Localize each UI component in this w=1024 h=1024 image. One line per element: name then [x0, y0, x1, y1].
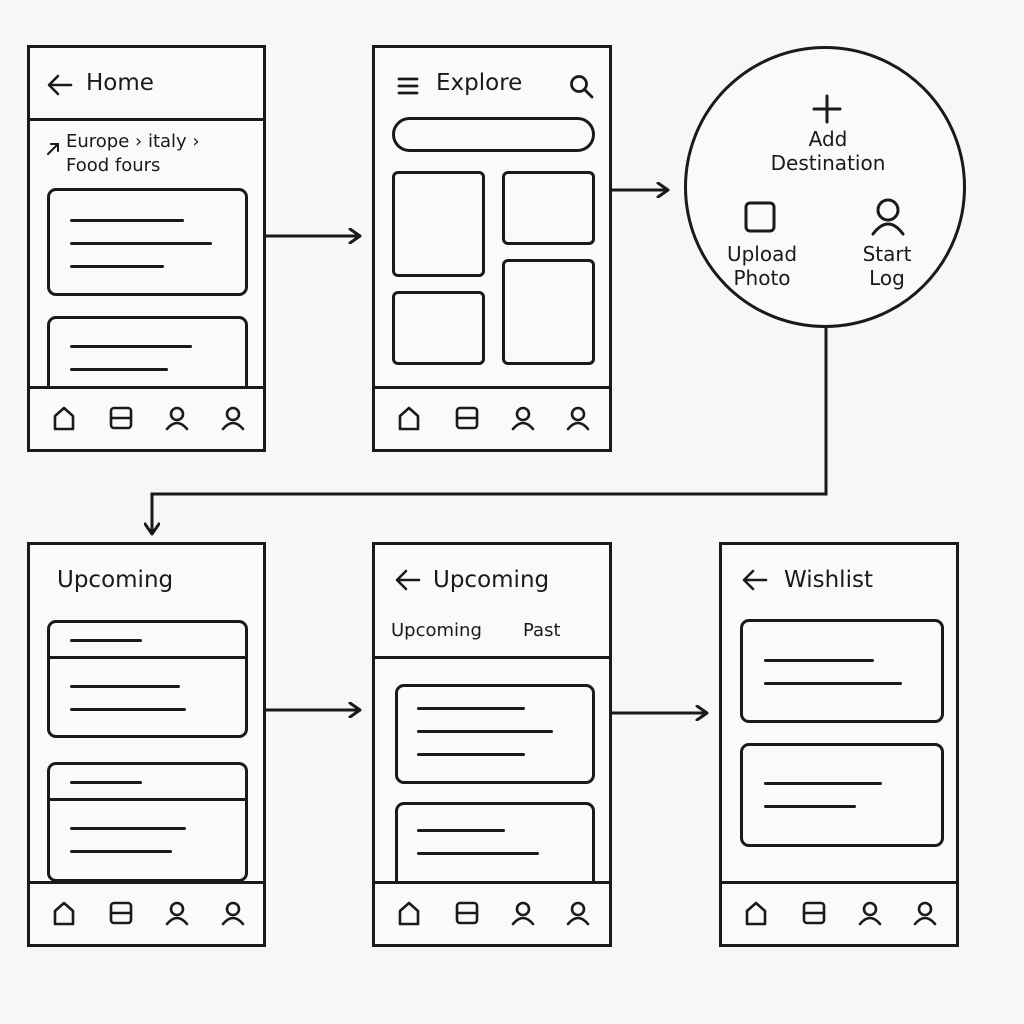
- page-title: Upcoming: [433, 567, 550, 593]
- bookmark-icon[interactable]: [108, 405, 134, 431]
- account-icon[interactable]: [220, 900, 246, 926]
- card-header: [50, 765, 245, 801]
- account-icon[interactable]: [220, 405, 246, 431]
- bottom-nav: [30, 881, 263, 944]
- add-destination-button[interactable]: Add Destination: [770, 127, 886, 175]
- search-input[interactable]: [392, 117, 595, 152]
- home-icon[interactable]: [397, 405, 421, 431]
- plus-icon[interactable]: [811, 93, 843, 125]
- profile-icon[interactable]: [164, 405, 190, 431]
- person-icon: [871, 198, 905, 236]
- home-screen: Home Europe › italy › Food fours: [27, 45, 266, 452]
- tab-past[interactable]: Past: [523, 620, 561, 641]
- upcoming-tabs-screen: Upcoming Upcoming Past: [372, 542, 612, 947]
- upcoming-screen: Upcoming: [27, 542, 266, 947]
- start-log-button[interactable]: Start Log: [862, 242, 912, 290]
- text-line: [764, 782, 882, 785]
- bottom-nav: [722, 881, 956, 944]
- trip-card[interactable]: [47, 762, 248, 882]
- home-icon[interactable]: [744, 900, 768, 926]
- account-icon[interactable]: [565, 405, 591, 431]
- text-line: [417, 730, 553, 733]
- grid-tile[interactable]: [392, 291, 485, 365]
- text-line: [417, 829, 505, 832]
- hamburger-menu-icon[interactable]: [397, 76, 419, 96]
- trip-card[interactable]: [47, 620, 248, 738]
- grid-tile[interactable]: [502, 259, 595, 365]
- text-line: [70, 708, 186, 711]
- text-line: [70, 345, 192, 348]
- arrow-left-icon[interactable]: [47, 74, 73, 96]
- profile-icon[interactable]: [164, 900, 190, 926]
- bookmark-icon[interactable]: [454, 900, 480, 926]
- text-line: [70, 850, 172, 853]
- breadcrumb-line-2[interactable]: Food fours: [66, 155, 161, 176]
- text-line: [417, 707, 525, 710]
- grid-tile[interactable]: [502, 171, 595, 245]
- text-line: [70, 368, 168, 371]
- page-title: Home: [86, 70, 154, 96]
- text-line: [70, 219, 184, 222]
- text-line: [70, 685, 180, 688]
- profile-icon[interactable]: [510, 405, 536, 431]
- bottom-nav: [375, 881, 609, 944]
- explore-screen: Explore: [372, 45, 612, 452]
- arrow-left-icon[interactable]: [395, 569, 421, 591]
- text-line: [417, 852, 539, 855]
- bottom-nav: [375, 386, 609, 449]
- text-line: [70, 639, 142, 642]
- wishlist-card[interactable]: [740, 619, 944, 723]
- home-icon[interactable]: [52, 405, 76, 431]
- grid-tile[interactable]: [392, 171, 485, 277]
- tab-bar-divider: [375, 656, 609, 659]
- text-line: [764, 659, 874, 662]
- wishlist-screen: Wishlist: [719, 542, 959, 947]
- quick-actions-menu: Add Destination Upload Photo Start Log: [684, 46, 966, 328]
- card-header: [50, 623, 245, 659]
- text-line: [70, 781, 142, 784]
- breadcrumb-line-1[interactable]: Europe › italy ›: [66, 131, 200, 152]
- search-icon[interactable]: [569, 74, 595, 100]
- page-title: Wishlist: [784, 567, 873, 593]
- arrow-left-icon[interactable]: [742, 569, 768, 591]
- square-photo-icon: [744, 201, 776, 233]
- arrow-up-right-icon: [47, 143, 59, 155]
- text-line: [417, 753, 525, 756]
- account-icon[interactable]: [565, 900, 591, 926]
- trip-card[interactable]: [47, 188, 248, 296]
- text-line: [70, 827, 186, 830]
- upload-photo-button[interactable]: Upload Photo: [726, 242, 798, 290]
- text-line: [70, 242, 212, 245]
- text-line: [764, 805, 856, 808]
- page-title: Upcoming: [57, 567, 174, 593]
- profile-icon[interactable]: [510, 900, 536, 926]
- home-icon[interactable]: [52, 900, 76, 926]
- page-title: Explore: [436, 70, 523, 96]
- bookmark-icon[interactable]: [454, 405, 480, 431]
- home-icon[interactable]: [397, 900, 421, 926]
- bookmark-icon[interactable]: [801, 900, 827, 926]
- text-line: [764, 682, 902, 685]
- bookmark-icon[interactable]: [108, 900, 134, 926]
- wishlist-card[interactable]: [740, 743, 944, 847]
- home-header: Home: [30, 48, 263, 121]
- bottom-nav: [30, 386, 263, 449]
- account-icon[interactable]: [912, 900, 938, 926]
- trip-card[interactable]: [395, 684, 595, 784]
- tab-upcoming[interactable]: Upcoming: [391, 620, 482, 641]
- arrow-actions-to-upcoming: [152, 328, 828, 534]
- profile-icon[interactable]: [857, 900, 883, 926]
- text-line: [70, 265, 164, 268]
